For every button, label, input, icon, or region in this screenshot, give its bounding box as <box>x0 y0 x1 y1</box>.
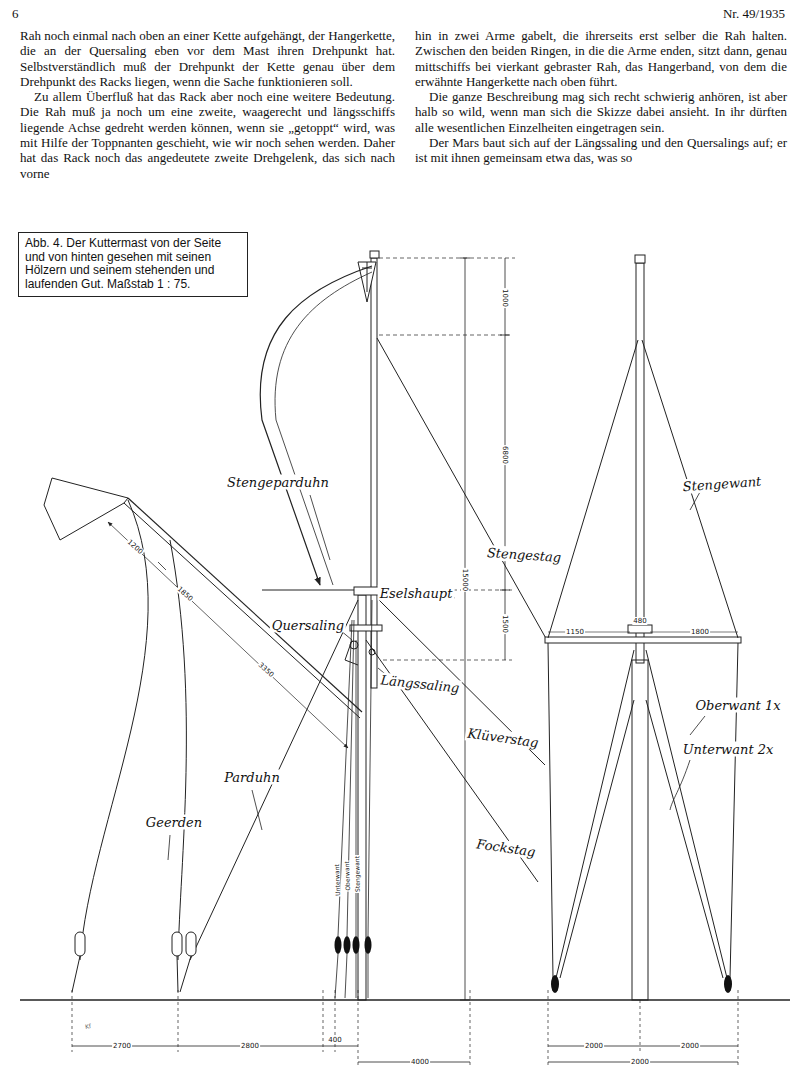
dimension: 3350 <box>256 660 276 679</box>
dimension: 6800 <box>501 445 509 465</box>
dimension: 1200 <box>125 537 145 556</box>
dimension: 400 <box>327 1036 342 1044</box>
shroud-label: Unterwant <box>333 863 341 897</box>
dimension: 1800 <box>690 628 710 636</box>
rigging-label: Stengestag <box>484 545 563 565</box>
dimension: 2000 <box>680 1042 700 1050</box>
rigging-label: Fockstag <box>474 836 539 860</box>
body-text: Zu allem Überfluß hat das Rack aber noch… <box>20 89 395 181</box>
rigging-label: Oberwant 1x <box>693 698 782 713</box>
rigging-label: Klüverstag <box>465 725 542 750</box>
rigging-label: Geerden <box>144 815 204 830</box>
dimension: 1500 <box>501 614 509 634</box>
dimension: 2000 <box>584 1042 604 1050</box>
dimension: 4000 <box>410 1058 430 1066</box>
rigging-label: Stengeparduhn <box>225 475 331 490</box>
text-column: Rah noch einmal nach oben an einer Kette… <box>20 28 395 181</box>
shroud-label: Oberwant <box>343 860 351 892</box>
caption-text: Abb. 4. Der Kuttermast von der Seite und… <box>25 237 241 291</box>
body-text: hin in zwei Arme gabelt, die ihrerseits … <box>415 28 787 89</box>
pencil-mark: Kf <box>83 1022 92 1030</box>
rigging-label: Stengewant <box>680 474 764 495</box>
dimension: 15000 <box>461 568 469 592</box>
body-text: Rah noch einmal nach oben an einer Kette… <box>20 28 395 89</box>
body-text: Die ganze Beschreibung mag sich recht sc… <box>415 89 787 135</box>
dimension: 2800 <box>240 1042 260 1050</box>
text-column: hin in zwei Arme gabelt, die ihrerseits … <box>415 28 787 166</box>
rigging-label: Längssaling <box>378 672 462 696</box>
body-text: Der Mars baut sich auf der Längssaling u… <box>415 135 787 166</box>
caption-box: Abb. 4. Der Kuttermast von der Seite und… <box>18 232 248 297</box>
rigging-label: Eselshaupt <box>378 586 455 601</box>
dimension: 2700 <box>112 1042 132 1050</box>
dimension: 480 <box>632 617 647 625</box>
page-number: 6 <box>12 6 19 22</box>
rigging-label: Parduhn <box>222 770 282 785</box>
rigging-label: Unterwant 2x <box>681 742 776 757</box>
shroud-label: Stengewant <box>353 855 361 893</box>
rigging-label: Quersaling <box>270 618 346 633</box>
dimension: 1150 <box>565 628 585 636</box>
issue-number: Nr. 49/1935 <box>723 6 785 22</box>
dimension: 1000 <box>501 288 509 308</box>
dimension: 2000 <box>630 1058 650 1066</box>
